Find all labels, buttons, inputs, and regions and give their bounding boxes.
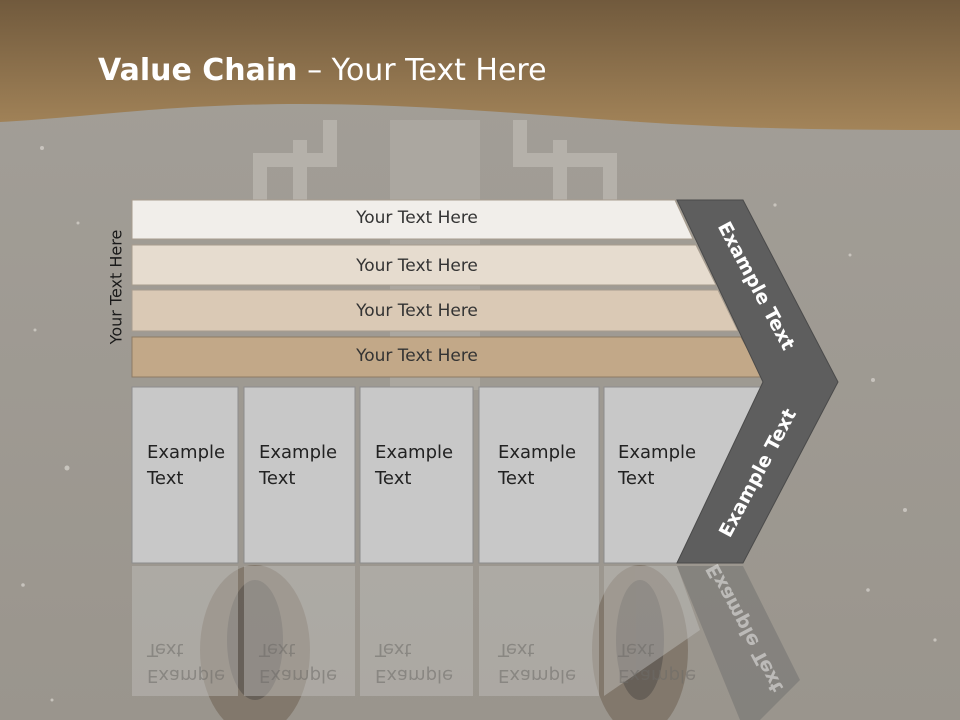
title-bold: Value Chain xyxy=(98,53,298,88)
band-3-label: Your Text Here xyxy=(356,301,478,321)
band-1-shape xyxy=(131,199,694,240)
shoe-photo-reflection xyxy=(200,565,688,720)
title-rest: – Your Text Here xyxy=(307,53,547,88)
speckle-texture xyxy=(21,146,937,702)
band-1-label: Your Text Here xyxy=(356,208,478,228)
chevron-reflection xyxy=(677,566,800,720)
band-3-shape xyxy=(131,289,739,332)
band-4-label: Your Text Here xyxy=(356,346,478,366)
band-2-shape xyxy=(131,244,717,286)
header-banner xyxy=(0,0,960,130)
slide-title: Value Chain – Your Text Here xyxy=(98,53,547,88)
side-label: Your Text Here xyxy=(106,229,126,345)
columns-group xyxy=(131,386,763,564)
band-2-label: Your Text Here xyxy=(356,256,478,276)
columns-reflection xyxy=(132,566,700,696)
chevron-shape xyxy=(676,199,839,564)
